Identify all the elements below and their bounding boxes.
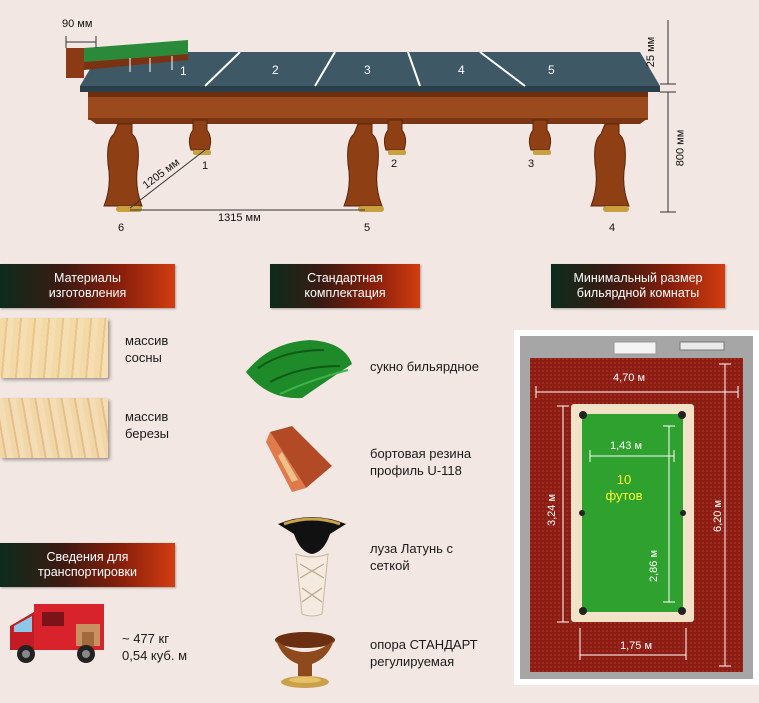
slab-number: 3 — [364, 63, 371, 77]
transport-info: ~ 477 кг 0,54 куб. м — [122, 631, 187, 663]
transport-header: Сведения для транспортировки — [0, 543, 175, 587]
table-inner-width-label: 1,43 м — [610, 440, 643, 452]
leg-number: 6 — [118, 222, 125, 234]
cushion-profile — [66, 40, 188, 78]
leg-number: 3 — [528, 158, 535, 170]
leg-number: 1 — [202, 160, 209, 172]
dim-800-label: 800 мм — [674, 129, 687, 167]
room-length-label: 6,20 м — [712, 499, 725, 533]
slab-number: 4 — [458, 63, 465, 77]
rubber-profile-icon — [266, 426, 332, 492]
dim-1315-label: 1315 мм — [218, 212, 261, 224]
table-size-label: 10 футов — [605, 472, 643, 503]
room-width-label: 4,70 м — [613, 372, 646, 384]
table-outer-length-label: 3,24 м — [546, 493, 559, 527]
kit-item-foot: опора СТАНДАРТ регулируемая — [370, 637, 478, 669]
foot-icon — [275, 632, 335, 688]
kit-header: Стандартная комплектация — [270, 264, 420, 308]
table-outer-width-label: 1,75 м — [620, 640, 653, 652]
table-felt — [582, 414, 683, 612]
table-inner-length-label: 2,86 м — [648, 549, 661, 583]
leg-number: 4 — [609, 222, 616, 234]
pocket-icon — [278, 517, 346, 617]
birch-sample — [0, 398, 108, 458]
radiator-icon — [679, 341, 725, 351]
slab-number: 5 — [548, 63, 555, 77]
slab-number: 2 — [272, 63, 279, 77]
materials-header: Материалы изготовления — [0, 264, 175, 308]
room-header: Минимальный размер бильярдной комнаты — [551, 264, 725, 308]
slab-number: 1 — [180, 64, 187, 78]
table-drawing — [65, 20, 676, 213]
dim-90-label: 90 мм — [62, 18, 93, 30]
pine-label: массив сосны — [125, 333, 169, 365]
room-diagram — [520, 336, 753, 679]
kit-item-rubber: бортовая резина профиль U-118 — [370, 446, 472, 478]
leg-number: 5 — [364, 222, 371, 234]
kit-item-pocket: луза Латунь с сеткой — [370, 541, 454, 573]
kit-item-cloth: сукно бильярдное — [370, 359, 479, 374]
birch-label: массив березы — [125, 409, 170, 441]
dim-25-label: 25 мм — [645, 36, 658, 68]
truck-icon — [10, 604, 104, 663]
pine-sample — [0, 318, 108, 378]
leg-number: 2 — [391, 158, 398, 170]
cloth-icon — [246, 340, 352, 399]
window-icon — [613, 341, 657, 355]
